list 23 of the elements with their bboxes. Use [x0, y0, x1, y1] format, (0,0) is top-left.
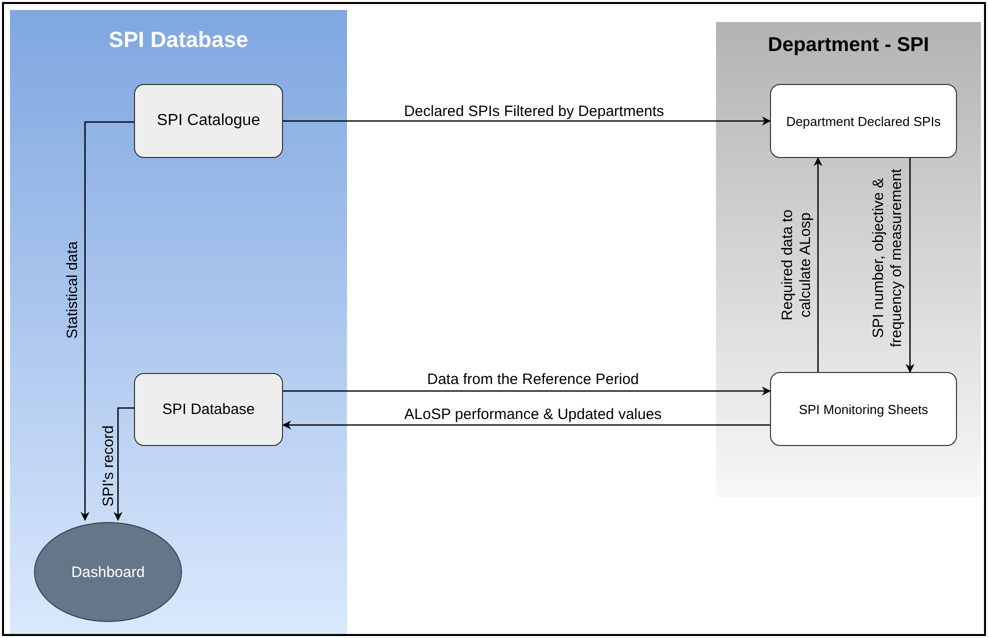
edge-label: ALoSP performance & Updated values	[403, 405, 663, 425]
edge-label: Statistical data	[63, 240, 82, 341]
edge-label: Declared SPIs Filtered by Departments	[402, 102, 666, 122]
arrow	[283, 116, 771, 126]
swimlane-panel	[716, 22, 981, 497]
arrow	[814, 157, 822, 372]
process-box: Department Declared SPIs	[770, 84, 957, 158]
arrow	[906, 158, 914, 373]
dashboard-ellipse: Dashboard	[34, 522, 182, 622]
swimlane-panel	[10, 10, 347, 635]
arrow	[282, 420, 770, 430]
arrow	[80, 121, 134, 521]
arrow	[114, 407, 134, 521]
edge-label: Required data to calculate ALosp	[779, 208, 815, 322]
edge-label: SPI number, objective & frequency of measurement	[870, 168, 906, 350]
edge-label: SPI's record	[99, 424, 118, 509]
panel-title: Department - SPI	[766, 34, 930, 57]
process-box: SPI Monitoring Sheets	[770, 372, 957, 446]
panel-title: SPI Database	[108, 27, 250, 53]
process-box: SPI Database	[134, 373, 283, 446]
arrow	[283, 386, 771, 396]
edge-label: Data from the Reference Period	[426, 370, 640, 390]
process-box: SPI Catalogue	[134, 84, 283, 158]
